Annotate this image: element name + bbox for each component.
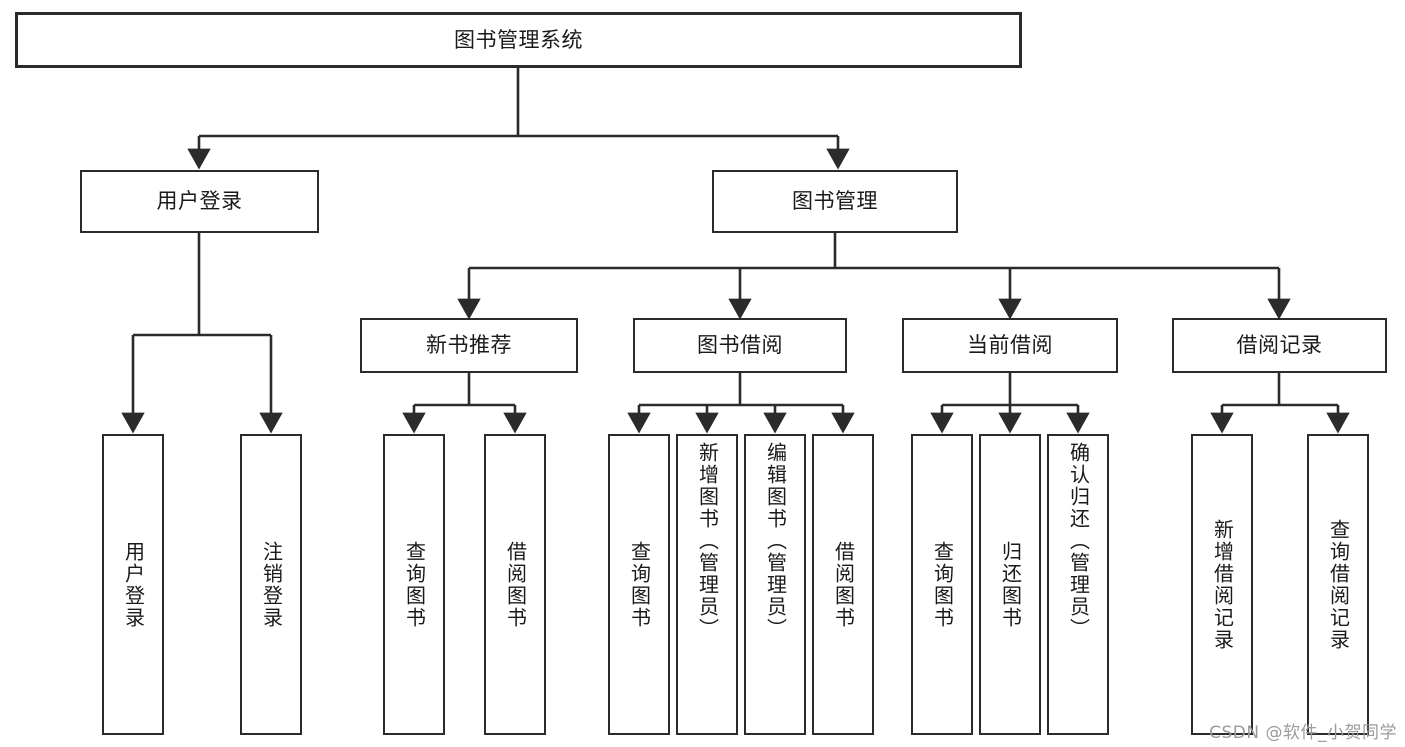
leaf-borrow-book-new[interactable]: 借阅图书 bbox=[484, 434, 546, 735]
leaf-borrow-book[interactable]: 借阅图书 bbox=[812, 434, 874, 735]
node-label: 用户登录 bbox=[156, 189, 243, 214]
node-label: 新增借阅记录 bbox=[1210, 518, 1235, 651]
node-label: 借阅图书 bbox=[503, 540, 528, 629]
node-label: 用户登录 bbox=[121, 540, 146, 629]
leaf-edit-book-admin[interactable]: 编辑图书（管理员） bbox=[744, 434, 806, 735]
leaf-logout[interactable]: 注销登录 bbox=[240, 434, 302, 735]
node-label: 查询图书 bbox=[402, 540, 427, 629]
leaf-user-login[interactable]: 用户登录 bbox=[102, 434, 164, 735]
node-label: 查询图书 bbox=[627, 540, 652, 629]
node-borrow-record[interactable]: 借阅记录 bbox=[1172, 318, 1387, 373]
node-label: 归还图书 bbox=[998, 540, 1023, 629]
watermark: CSDN @软件_小贺同学 bbox=[1209, 723, 1397, 743]
node-label: 图书借阅 bbox=[697, 333, 783, 358]
node-book-management[interactable]: 图书管理 bbox=[712, 170, 958, 233]
node-label: 图书管理 bbox=[792, 189, 878, 214]
leaf-return-book[interactable]: 归还图书 bbox=[979, 434, 1041, 735]
leaf-query-borrow-record[interactable]: 查询借阅记录 bbox=[1307, 434, 1369, 735]
node-label: 新书推荐 bbox=[426, 333, 512, 358]
node-current-borrow[interactable]: 当前借阅 bbox=[902, 318, 1118, 373]
node-label: 编辑图书（管理员） bbox=[763, 442, 788, 640]
node-book-borrow[interactable]: 图书借阅 bbox=[633, 318, 847, 373]
node-user-login[interactable]: 用户登录 bbox=[80, 170, 319, 233]
leaf-query-book-new[interactable]: 查询图书 bbox=[383, 434, 445, 735]
leaf-confirm-return-admin[interactable]: 确认归还（管理员） bbox=[1047, 434, 1109, 735]
node-label: 注销登录 bbox=[259, 540, 284, 629]
node-label: 确认归还（管理员） bbox=[1066, 442, 1091, 640]
leaf-add-borrow-record[interactable]: 新增借阅记录 bbox=[1191, 434, 1253, 735]
node-label: 查询借阅记录 bbox=[1326, 518, 1351, 651]
leaf-query-book-borrow[interactable]: 查询图书 bbox=[608, 434, 670, 735]
node-label: 借阅记录 bbox=[1236, 333, 1323, 358]
node-label: 当前借阅 bbox=[967, 333, 1053, 358]
node-root-book-management-system[interactable]: 图书管理系统 bbox=[15, 12, 1022, 68]
node-label: 借阅图书 bbox=[831, 540, 856, 629]
node-label: 查询图书 bbox=[930, 540, 955, 629]
node-label: 图书管理系统 bbox=[454, 27, 583, 52]
leaf-add-book-admin[interactable]: 新增图书（管理员） bbox=[676, 434, 738, 735]
node-new-book-recommend[interactable]: 新书推荐 bbox=[360, 318, 578, 373]
node-label: 新增图书（管理员） bbox=[695, 442, 720, 640]
leaf-query-book-current[interactable]: 查询图书 bbox=[911, 434, 973, 735]
